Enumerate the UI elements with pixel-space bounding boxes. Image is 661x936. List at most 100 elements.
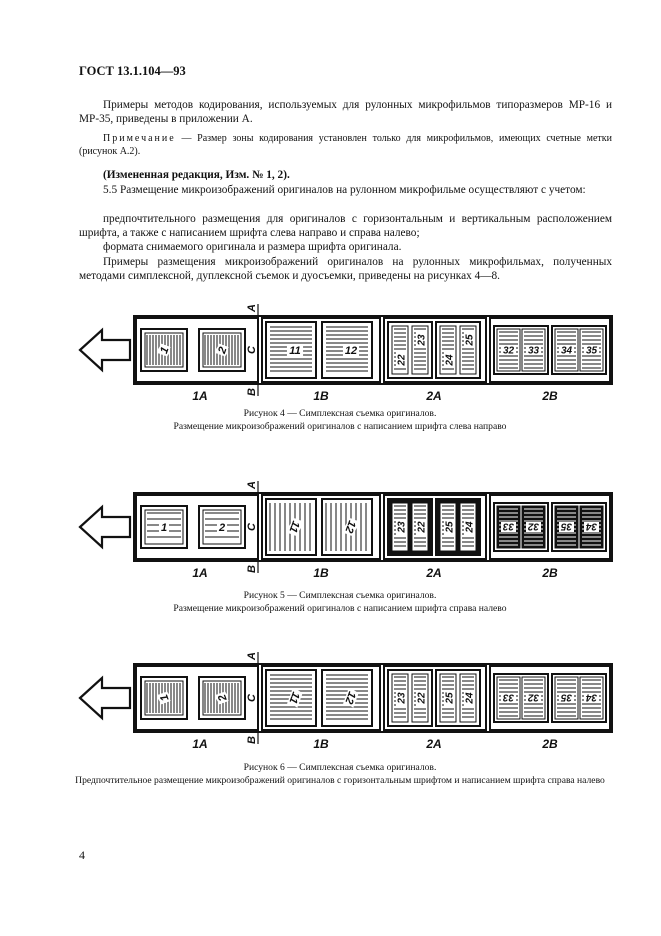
frame-number: 25 xyxy=(465,334,476,347)
frame-number: 25 xyxy=(445,521,456,534)
group-label-1B: 1B xyxy=(313,566,329,580)
figure-6-caption-title: Рисунок 6 — Симплексная съемка оригинало… xyxy=(243,762,437,773)
frame-number: 33 xyxy=(503,520,515,531)
paragraph-coding-examples: Примеры методов кодирования, используемы… xyxy=(79,99,612,126)
label-group: 11 xyxy=(286,344,304,357)
group-label-1A: 1A xyxy=(192,566,207,580)
dimension-label-C: C xyxy=(246,345,258,354)
label-group: 23 xyxy=(396,519,408,535)
label-group: 2 xyxy=(216,521,228,534)
label-bg xyxy=(416,332,426,348)
label-group: 35 xyxy=(584,345,599,357)
label-bg xyxy=(216,521,228,533)
label-group: 1 xyxy=(157,343,172,357)
label-group: 25 xyxy=(444,690,456,706)
frame-number: 24 xyxy=(465,521,476,534)
group-label-2A: 2A xyxy=(425,389,441,403)
label-bg xyxy=(526,693,541,703)
label-bg xyxy=(343,517,359,537)
group-label-2B: 2B xyxy=(541,389,558,403)
frame-number: 22 xyxy=(397,354,408,367)
dimension-label-A: A xyxy=(246,481,258,490)
dimension-label-B: B xyxy=(246,736,258,744)
group-label-1B: 1B xyxy=(313,737,329,751)
label-bg xyxy=(559,345,574,355)
label-bg xyxy=(416,519,426,535)
frame-number: 34 xyxy=(586,691,598,702)
frame-number: 34 xyxy=(586,520,598,531)
label-group: 25 xyxy=(464,332,476,348)
label-bg xyxy=(444,519,454,535)
frame-number: 11 xyxy=(289,345,300,357)
frame-number: 11 xyxy=(287,519,302,534)
figure-4-caption-desc: Размещение микроизображений оригиналов с… xyxy=(173,420,507,432)
frame-number: 32 xyxy=(503,346,515,357)
frame-number: 2 xyxy=(218,522,225,534)
frame-number: 23 xyxy=(417,334,428,347)
label-bg xyxy=(287,688,303,708)
figure-6-caption-desc: Предпочтительное размещение микроизображ… xyxy=(75,774,605,786)
label-bg xyxy=(215,691,229,705)
label-bg xyxy=(416,690,426,706)
label-bg xyxy=(444,352,454,368)
label-bg xyxy=(559,522,574,532)
direction-arrow-icon xyxy=(78,504,132,550)
label-group: 11 xyxy=(287,517,303,537)
figure-5-caption-desc: Размещение микроизображений оригиналов с… xyxy=(173,602,507,614)
amendment-note: (Измененная редакция, Изм. № 1, 2). xyxy=(103,169,290,181)
label-bg xyxy=(464,519,474,535)
frame-number: 23 xyxy=(397,521,408,534)
direction-arrow-icon xyxy=(78,327,132,373)
label-bg xyxy=(287,517,303,537)
frame-number: 32 xyxy=(528,520,540,531)
label-bg xyxy=(158,521,170,533)
label-group: 34 xyxy=(584,520,599,532)
label-bg xyxy=(584,522,599,532)
note: Примечание — Размер зоны кодирования уст… xyxy=(79,132,612,158)
frame-number: 34 xyxy=(561,346,573,357)
clause-5-5: 5.5 Размещение микроизображений оригинал… xyxy=(103,184,586,196)
label-group: 12 xyxy=(342,688,359,708)
direction-arrow-icon xyxy=(78,675,132,721)
label-group: 12 xyxy=(342,517,359,537)
note-label: Примечание xyxy=(103,133,176,144)
label-bg xyxy=(396,519,406,535)
label-group: 24 xyxy=(464,519,476,535)
label-group: 32 xyxy=(526,520,541,532)
frame-number: 32 xyxy=(528,691,540,702)
label-group: 33 xyxy=(501,691,516,703)
label-group: 12 xyxy=(342,344,360,357)
dimension-label-B: B xyxy=(246,565,258,573)
frame-number: 2 xyxy=(216,693,230,704)
label-group: 2 xyxy=(215,691,230,705)
label-group: 34 xyxy=(584,691,599,703)
note-text: — Размер зоны кодирования установлен тол… xyxy=(79,133,612,157)
label-group: 33 xyxy=(526,345,541,357)
frame-number: 12 xyxy=(342,519,357,535)
label-bg xyxy=(501,345,516,355)
label-bg xyxy=(526,522,541,532)
frame-number: 33 xyxy=(503,691,515,702)
label-group: 22 xyxy=(416,519,428,535)
group-label-1A: 1A xyxy=(192,389,207,403)
label-bg xyxy=(396,690,406,706)
frame-number: 1 xyxy=(158,693,171,703)
label-bg xyxy=(343,688,359,708)
label-group: 23 xyxy=(396,690,408,706)
frame-number: 35 xyxy=(586,346,598,357)
bullet-placement: предпочтительного размещения для оригина… xyxy=(79,213,612,240)
bullet-format: формата снимаемого оригинала и размера ш… xyxy=(103,241,402,253)
figure-6-caption: Рисунок 6 — Симплексная съемка оригинало… xyxy=(60,762,620,787)
group-label-1A: 1A xyxy=(192,737,207,751)
label-bg xyxy=(157,691,171,705)
dimension-label-C: C xyxy=(246,693,258,702)
group-label-2A: 2A xyxy=(425,566,441,580)
label-group: 35 xyxy=(559,691,574,703)
figure-4-caption: Рисунок 4 — Симплексная съемка оригинало… xyxy=(60,408,620,433)
label-group: 32 xyxy=(501,345,516,357)
group-label-1B: 1B xyxy=(313,389,329,403)
label-bg xyxy=(157,343,171,357)
